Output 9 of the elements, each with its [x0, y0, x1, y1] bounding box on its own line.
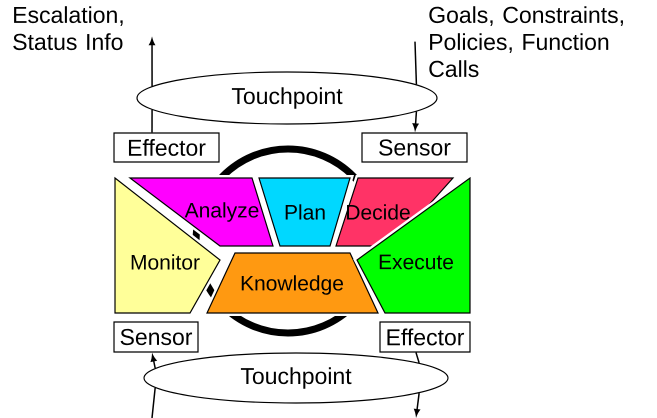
label-box: Sensor [113, 321, 199, 353]
arrow [414, 393, 420, 416]
annotation-text: Escalation, Status Info [13, 6, 123, 50]
label-box: Effector [379, 321, 471, 353]
arrow [412, 112, 418, 130]
arrow [150, 354, 157, 368]
label-box: Effector [113, 132, 220, 163]
arrow [149, 38, 155, 86]
label-box: Sensor [361, 132, 468, 163]
